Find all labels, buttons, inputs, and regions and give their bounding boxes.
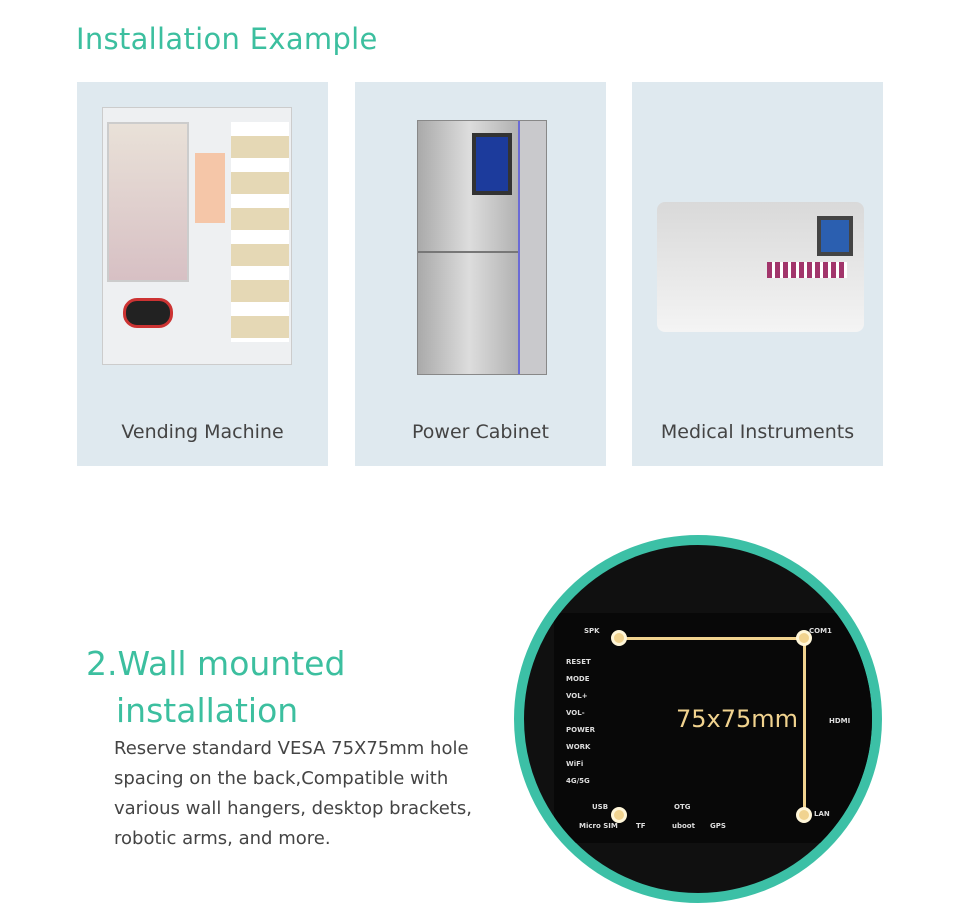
- example-label: Power Cabinet: [412, 421, 549, 443]
- wall-mount-description: Reserve standard VESA 75X75mm hole spaci…: [114, 738, 472, 849]
- example-card-medical-instruments: Medical Instruments: [632, 82, 883, 466]
- example-card-power-cabinet: Power Cabinet: [355, 82, 606, 466]
- vesa-board-image: RESET MODE VOL+ VOL- POWER WORK WiFi 4G/…: [514, 535, 882, 903]
- example-label: Vending Machine: [121, 421, 284, 443]
- section-title: Installation Example: [76, 22, 378, 56]
- board: [554, 613, 872, 843]
- wall-mount-title: 2.Wall mounted installation: [86, 644, 346, 730]
- dimension-line-horizontal: [619, 637, 805, 640]
- vending-machine-image: [102, 107, 292, 365]
- example-label: Medical Instruments: [660, 421, 855, 443]
- medical-instrument-image: [657, 202, 864, 332]
- example-card-vending-machine: Vending Machine: [77, 82, 328, 466]
- dimension-line-vertical: [803, 637, 806, 817]
- mount-hole: [796, 630, 812, 646]
- power-cabinet-image: [417, 120, 547, 375]
- mount-hole: [796, 807, 812, 823]
- mount-hole: [611, 630, 627, 646]
- vesa-dimension-label: 75x75mm: [676, 705, 799, 733]
- mount-hole: [611, 807, 627, 823]
